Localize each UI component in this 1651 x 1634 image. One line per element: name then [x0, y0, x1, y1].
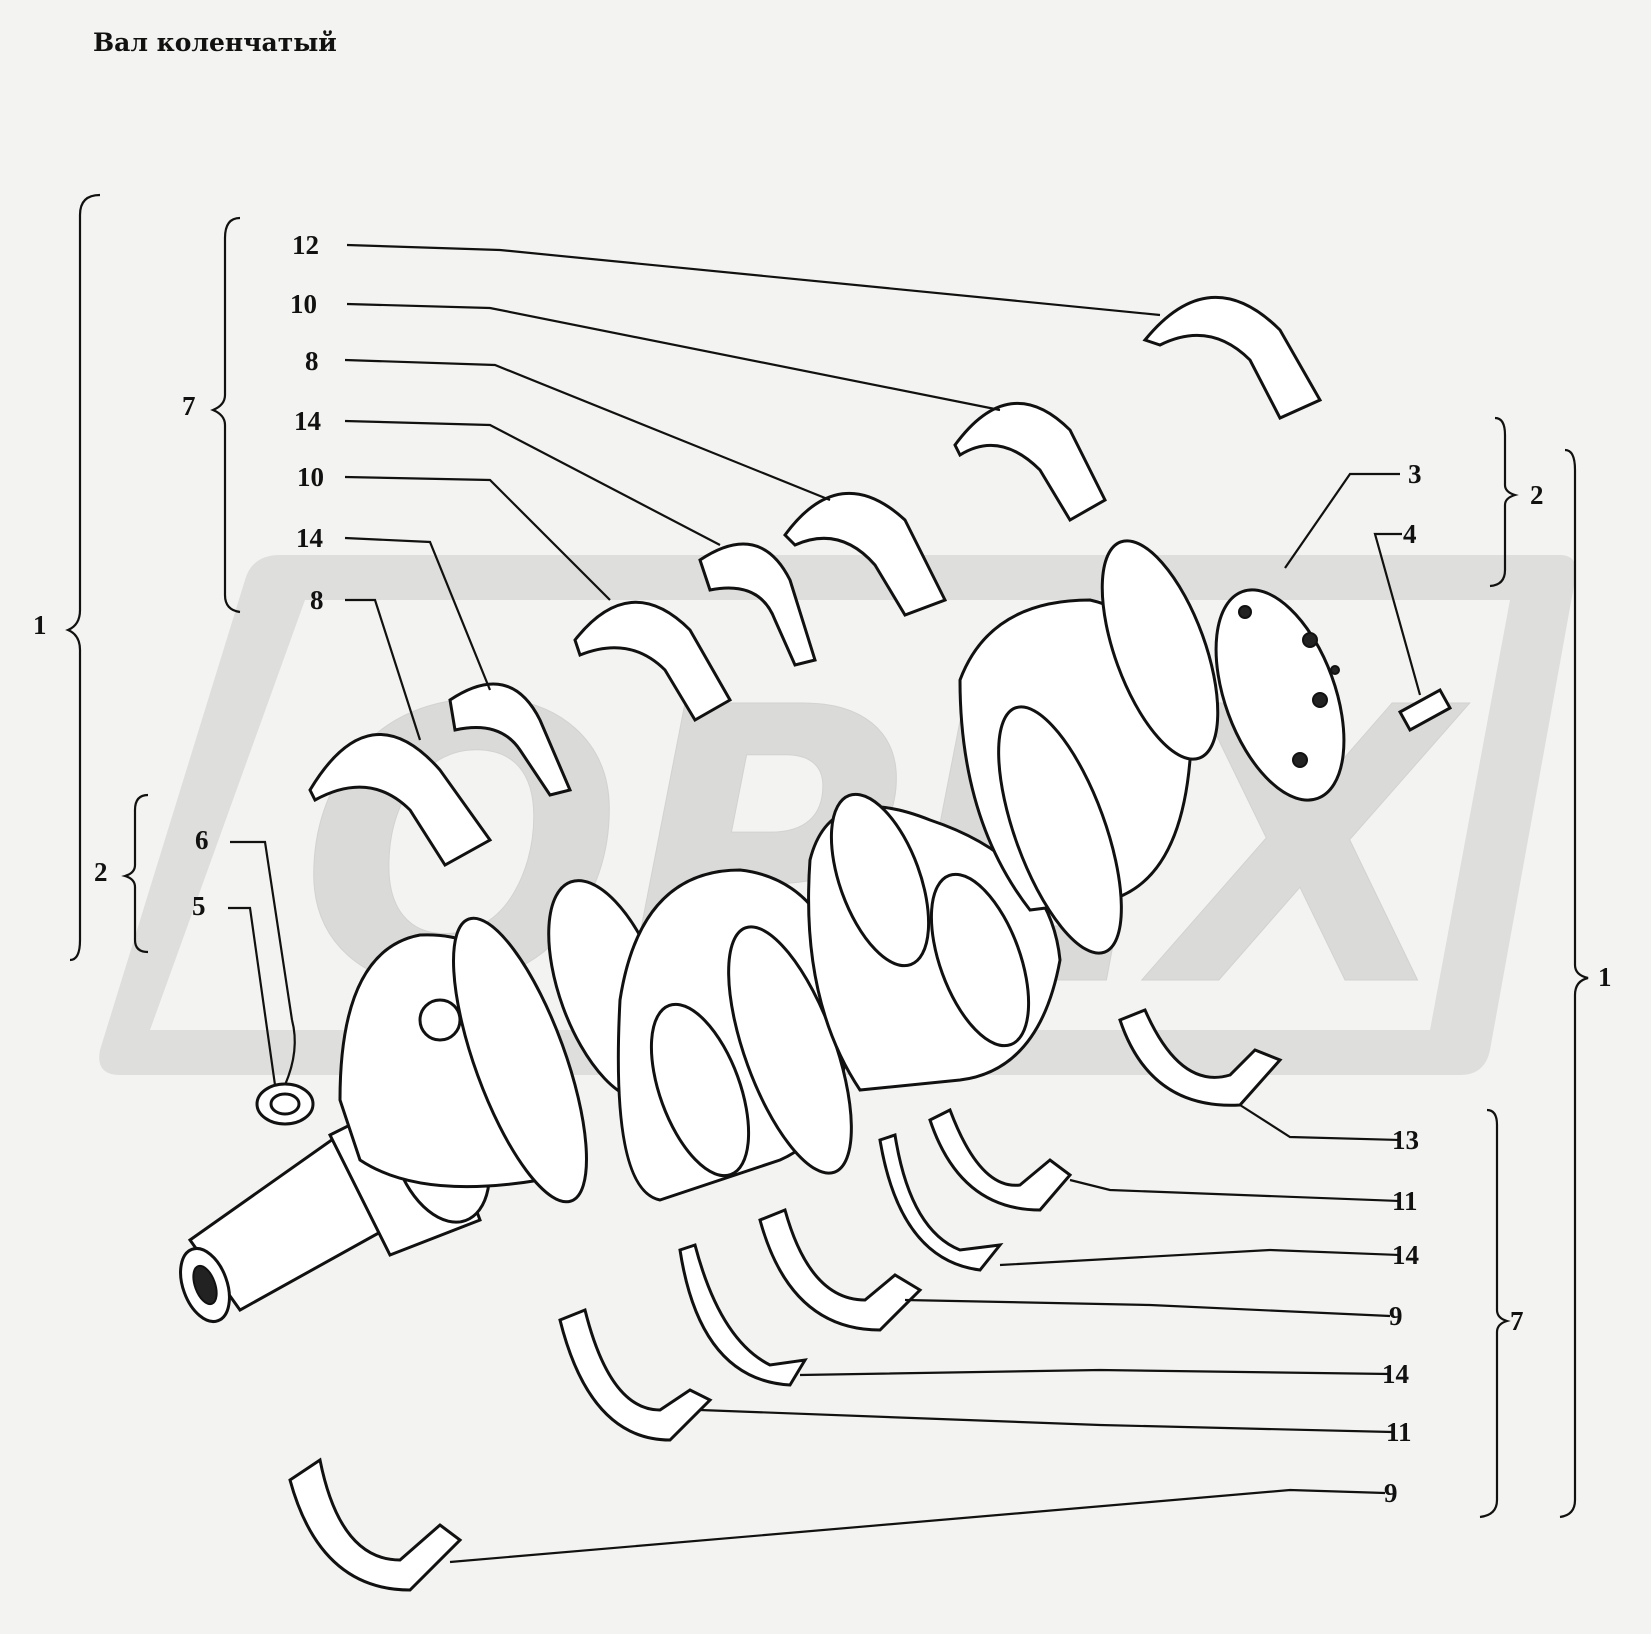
group-label-7-right: 7 — [1510, 1306, 1524, 1336]
callout-6: 6 — [195, 825, 209, 855]
group-label-1-right: 1 — [1598, 962, 1612, 992]
group-label-1-left: 1 — [33, 610, 47, 640]
group-label-7-left: 7 — [182, 391, 196, 421]
parts-5-6 — [255, 1019, 315, 1126]
lower-bearing-shells — [288, 1008, 1283, 1592]
callout-9: 9 — [1389, 1301, 1403, 1331]
callout-14: 14 — [296, 523, 323, 553]
group-braces — [65, 193, 1589, 1519]
callout-11: 11 — [1386, 1417, 1412, 1447]
callout-13: 13 — [1392, 1125, 1419, 1155]
callout-3: 3 — [1408, 459, 1422, 489]
callout-14: 14 — [294, 406, 321, 436]
callout-11: 11 — [1392, 1186, 1418, 1216]
callout-14: 14 — [1382, 1359, 1409, 1389]
callout-14: 14 — [1392, 1240, 1419, 1270]
callout-12: 12 — [292, 230, 319, 260]
callout-5: 5 — [192, 891, 206, 921]
upper-bearing-shells — [308, 296, 1323, 867]
callout-10: 10 — [297, 462, 324, 492]
pin-part-4 — [1397, 687, 1453, 733]
callout-10: 10 — [290, 289, 317, 319]
leader-lines — [228, 243, 1422, 1564]
callout-labels: 12 10 8 14 10 14 8 6 5 3 4 13 11 14 9 14… — [33, 230, 1612, 1508]
crankshaft — [179, 539, 1346, 1323]
diagram-title: Вал коленчатый — [93, 28, 337, 57]
callout-4: 4 — [1403, 519, 1417, 549]
callout-8: 8 — [305, 346, 319, 376]
callout-9: 9 — [1384, 1478, 1398, 1508]
callout-8: 8 — [310, 585, 324, 615]
group-label-2-right: 2 — [1530, 480, 1544, 510]
group-label-2-left: 2 — [94, 857, 108, 887]
